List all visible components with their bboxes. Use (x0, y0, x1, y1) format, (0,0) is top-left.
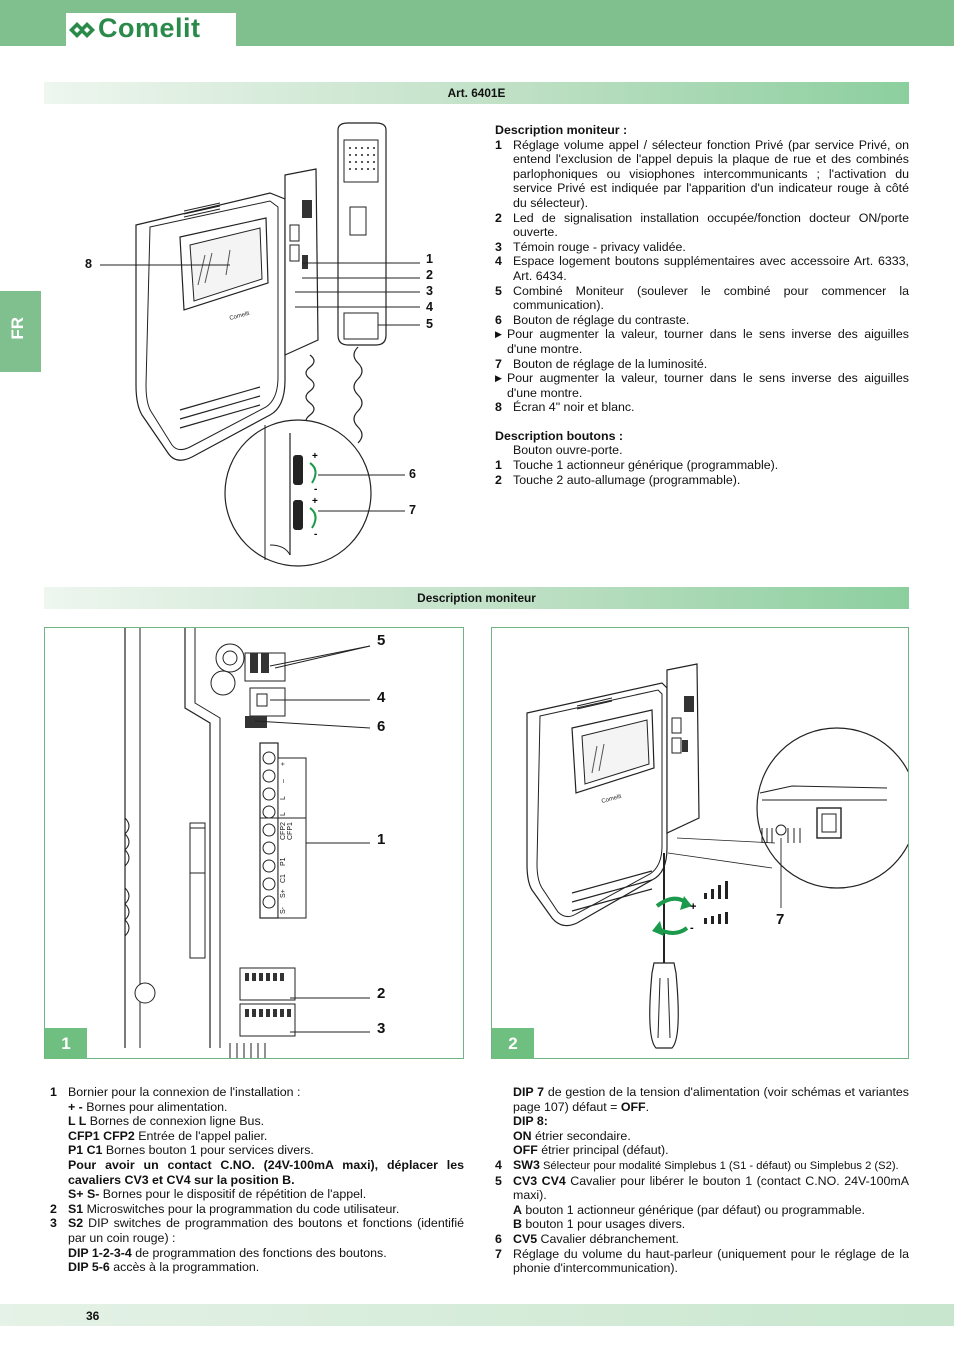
figure-badge-1: 1 (45, 1028, 87, 1059)
note-item: P1 C1 Bornes bouton 1 pour services dive… (68, 1143, 314, 1158)
callout-4: 4 (426, 300, 434, 314)
callout-7: 7 (409, 503, 417, 517)
note-item: B bouton 1 pour usages divers. (513, 1217, 686, 1232)
logo (66, 13, 236, 46)
section-title-description: Description moniteur (44, 587, 909, 609)
figure-badge-2: 2 (492, 1028, 534, 1059)
monitor-illustration: Comelit + - + - (100, 122, 420, 567)
arrow-note: ▶Pour augmenter la valeur, tourner dans … (495, 371, 909, 400)
figure-2: Comelit + - 2 7 (491, 627, 909, 1059)
svg-text:-: - (690, 922, 694, 934)
callout-8: 8 (85, 257, 93, 271)
svg-text:Comelit: Comelit (601, 794, 623, 805)
monitor-volume-illustration: Comelit + - (526, 663, 908, 1049)
svg-text:+: + (312, 451, 318, 462)
svg-text:S+: S+ (280, 889, 287, 898)
callout-5: 5 (377, 632, 386, 649)
callout-6: 6 (377, 718, 386, 735)
svg-text:–: – (280, 779, 287, 783)
section-title-art: Art. 6401E (44, 82, 909, 104)
note-item: S+ S- Bornes pour le dispositif de répét… (68, 1187, 367, 1202)
svg-text:S-: S- (280, 906, 287, 914)
note-item: OFF étrier principal (défaut). (513, 1143, 669, 1158)
callout-7: 7 (776, 911, 785, 928)
note-item: Pour avoir un contact C.NO. (24V-100mA m… (68, 1157, 464, 1187)
svg-text:P1: P1 (280, 857, 287, 866)
note-item: + - Bornes pour alimentation. (68, 1099, 228, 1114)
note-item: ON étrier secondaire. (513, 1128, 631, 1143)
page-number: 36 (86, 1309, 100, 1323)
svg-text:+: + (280, 762, 287, 766)
svg-text:+: + (312, 496, 318, 507)
callout-3: 3 (377, 1020, 386, 1037)
svg-text:Comelit: Comelit (229, 311, 251, 322)
note-item: A bouton 1 actionneur générique (par déf… (513, 1202, 865, 1217)
logo-mark-icon (69, 22, 95, 38)
note-item: CFP1 CFP2 Entrée de l'appel palier. (68, 1128, 268, 1143)
callout-3: 3 (426, 284, 434, 298)
svg-text:-: - (314, 484, 317, 495)
svg-text:CFP1: CFP1 (287, 822, 294, 840)
footer-bar (0, 1304, 954, 1326)
note-item: DIP 1-2-3-4 de programmation des fonctio… (68, 1245, 387, 1260)
language-tab: FR (0, 291, 41, 372)
terminal-board-illustration: + – L L CFP2 CFP1 P1 C1 S+ S- (124, 628, 371, 1058)
callout-4: 4 (377, 689, 386, 706)
note-item: DIP 8: (513, 1114, 548, 1129)
buttons-heading: Description boutons : (495, 428, 624, 443)
callout-1: 1 (426, 252, 434, 266)
callout-6: 6 (409, 467, 417, 481)
callout-2: 2 (377, 985, 386, 1002)
callout-1: 1 (377, 831, 386, 848)
arrow-note: ▶Pour augmenter la valeur, tourner dans … (495, 327, 909, 356)
note-item: DIP 7 de gestion de la tension d'aliment… (513, 1085, 909, 1114)
brand-name: Comelit (98, 13, 201, 43)
triangle-right-icon: ▶ (495, 373, 502, 384)
svg-text:CFP2: CFP2 (280, 822, 287, 840)
svg-text:-: - (314, 529, 317, 540)
svg-text:+: + (690, 901, 696, 913)
buttons-intro: Bouton ouvre-porte. (513, 443, 623, 458)
notes-right: DIP 7 de gestion de la tension d'aliment… (495, 1085, 909, 1276)
figure-1: + – L L CFP2 CFP1 P1 C1 S+ S- (44, 627, 464, 1059)
svg-text:L: L (280, 812, 287, 816)
note-item: L L Bornes de connexion ligne Bus. (68, 1114, 265, 1129)
description-heading: Description moniteur : (495, 123, 628, 137)
svg-text:C1: C1 (280, 874, 287, 883)
callout-5: 5 (426, 317, 434, 331)
svg-text:L: L (280, 796, 287, 800)
triangle-right-icon: ▶ (495, 329, 502, 340)
note-item: DIP 5-6 accès à la programmation. (68, 1260, 260, 1275)
callout-2: 2 (426, 268, 434, 282)
